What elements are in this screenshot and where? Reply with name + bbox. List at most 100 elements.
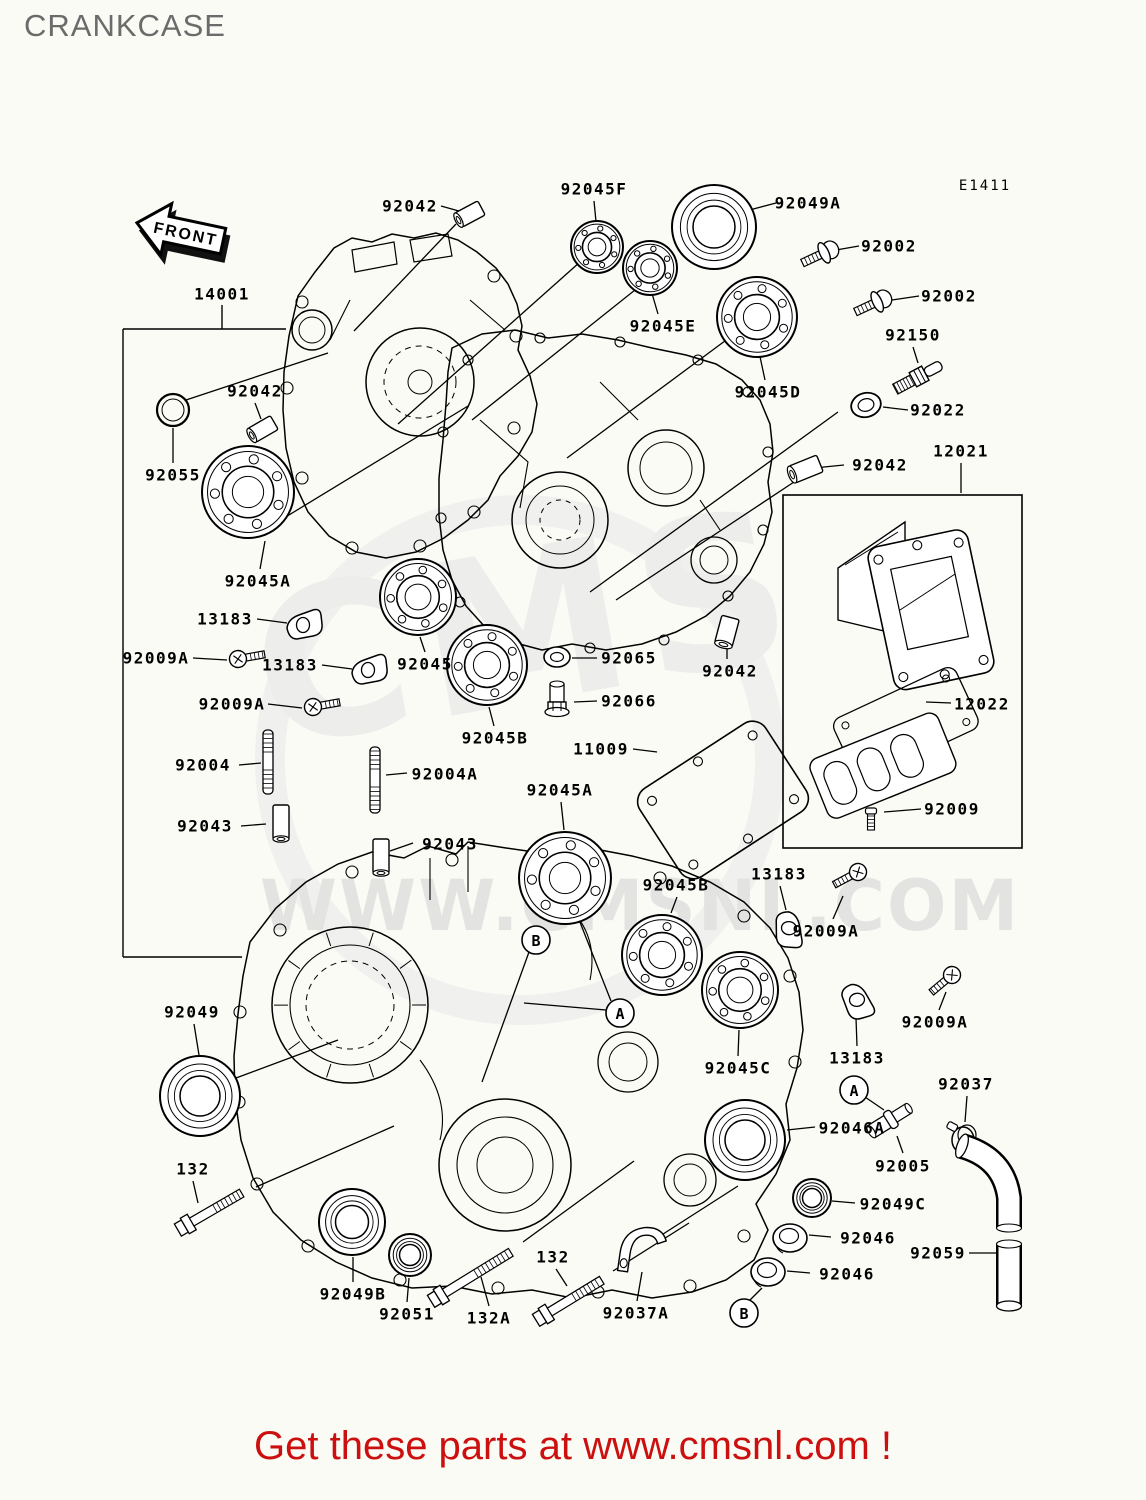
part-label-92066[interactable]: 92066 <box>601 692 657 711</box>
part-label-92045D[interactable]: 92045D <box>735 383 802 402</box>
leader-line <box>855 866 861 878</box>
part-label-92045A[interactable]: 92045A <box>527 781 594 800</box>
callout-letter: A <box>849 1082 858 1100</box>
leader-line <box>389 842 414 852</box>
part-label-92065[interactable]: 92065 <box>601 649 657 668</box>
leader-line <box>779 885 787 911</box>
part-label-92045B[interactable]: 92045B <box>462 729 529 748</box>
callout-letter: B <box>531 932 540 950</box>
clamp-13183 <box>286 608 323 640</box>
part-label-14001[interactable]: 14001 <box>194 285 250 304</box>
screw-92002 <box>852 289 893 317</box>
part-label-92002[interactable]: 92002 <box>861 237 917 256</box>
leader-line <box>938 991 947 1011</box>
leader-line <box>480 1276 490 1307</box>
leader-line <box>908 375 915 386</box>
part-label-92049B[interactable]: 92049B <box>320 1285 387 1304</box>
leader-line <box>488 1260 495 1269</box>
part-label-92009A[interactable]: 92009A <box>199 695 266 714</box>
leader-line <box>254 402 262 420</box>
leader-line <box>575 1290 581 1299</box>
leader-line <box>235 1039 339 1079</box>
part-label-92045E[interactable]: 92045E <box>630 317 697 336</box>
leader-line <box>419 636 426 653</box>
part-label-92046[interactable]: 92046 <box>840 1229 896 1248</box>
part-label-92046A[interactable]: 92046A <box>819 1119 886 1138</box>
leader-line <box>399 959 412 969</box>
callout-letter: B <box>739 1305 748 1323</box>
part-label-132[interactable]: 132 <box>176 1160 209 1179</box>
leader-line <box>496 1255 502 1264</box>
leader-line <box>477 1267 483 1276</box>
leader-line <box>324 701 327 709</box>
part-label-92037[interactable]: 92037 <box>938 1075 994 1094</box>
leader-line <box>964 1095 968 1123</box>
oil-seal-92049A <box>671 184 757 270</box>
leader-line <box>933 985 939 992</box>
part-label-92045B[interactable]: 92045B <box>643 876 710 895</box>
bushing-92042 <box>714 614 740 650</box>
leader-line <box>385 772 408 776</box>
part-label-92022[interactable]: 92022 <box>910 401 966 420</box>
part-label-92042[interactable]: 92042 <box>382 197 438 216</box>
footer-banner[interactable]: Get these parts at www.cmsnl.com ! <box>254 1424 892 1468</box>
leader-line <box>235 1190 241 1200</box>
part-label-12021[interactable]: 12021 <box>933 442 989 461</box>
case-half-right <box>435 329 774 654</box>
leader-line <box>831 1200 856 1204</box>
reed-flange <box>867 529 995 691</box>
part-label-132[interactable]: 132 <box>536 1248 569 1267</box>
part-label-92043[interactable]: 92043 <box>422 835 478 854</box>
leader-line <box>925 701 952 704</box>
part-label-13183[interactable]: 13183 <box>197 610 253 629</box>
part-label-11009[interactable]: 11009 <box>573 740 629 759</box>
crankcase-lineart <box>232 232 1023 1299</box>
leader-line <box>855 1017 858 1047</box>
part-label-92055[interactable]: 92055 <box>145 466 201 485</box>
part-label-92009[interactable]: 92009 <box>924 800 980 819</box>
part-label-92004A[interactable]: 92004A <box>412 765 479 784</box>
case-bottom-assembly <box>232 841 804 1299</box>
leader-line <box>481 1264 487 1273</box>
part-label-92046[interactable]: 92046 <box>819 1265 875 1284</box>
part-label-92051[interactable]: 92051 <box>379 1305 435 1324</box>
part-label-92005[interactable]: 92005 <box>875 1157 931 1176</box>
part-label-132A[interactable]: 132A <box>467 1309 512 1328</box>
leader-line <box>837 878 842 886</box>
part-label-92002[interactable]: 92002 <box>921 287 977 306</box>
part-label-92042[interactable]: 92042 <box>227 382 283 401</box>
part-label-12022[interactable]: 12022 <box>954 695 1010 714</box>
leader-line <box>902 378 909 389</box>
part-label-92042[interactable]: 92042 <box>852 456 908 475</box>
part-label-13183[interactable]: 13183 <box>751 865 807 884</box>
part-label-92045[interactable]: 92045 <box>397 655 453 674</box>
part-label-92009A[interactable]: 92009A <box>902 1013 969 1032</box>
leader-line <box>283 405 469 519</box>
callout-A: A <box>839 1075 869 1105</box>
part-label-92043[interactable]: 92043 <box>177 817 233 836</box>
part-label-92009A[interactable]: 92009A <box>123 649 190 668</box>
part-label-92049A[interactable]: 92049A <box>775 194 842 213</box>
leader-line <box>212 1204 218 1213</box>
bearing-92045 <box>379 558 457 636</box>
part-label-92049C[interactable]: 92049C <box>860 1195 927 1214</box>
leader-line <box>899 380 906 391</box>
leader-line <box>840 876 845 884</box>
part-label-92059[interactable]: 92059 <box>910 1244 966 1263</box>
part-label-92045C[interactable]: 92045C <box>705 1059 772 1078</box>
part-label-92004[interactable]: 92004 <box>175 756 231 775</box>
part-label-92037A[interactable]: 92037A <box>603 1304 670 1323</box>
leader-line <box>804 257 809 266</box>
part-label-13183[interactable]: 13183 <box>262 656 318 675</box>
part-label-92045A[interactable]: 92045A <box>225 572 292 591</box>
part-label-92150[interactable]: 92150 <box>885 326 941 345</box>
leader-line <box>249 653 252 661</box>
part-label-92045F[interactable]: 92045F <box>561 180 628 199</box>
part-label-13183[interactable]: 13183 <box>829 1049 885 1068</box>
leader-line <box>571 1293 577 1302</box>
part-label-92049[interactable]: 92049 <box>164 1003 220 1022</box>
part-label-92009A[interactable]: 92009A <box>793 922 860 941</box>
part-label-92042[interactable]: 92042 <box>702 662 758 681</box>
bearing-92045F <box>570 220 624 274</box>
